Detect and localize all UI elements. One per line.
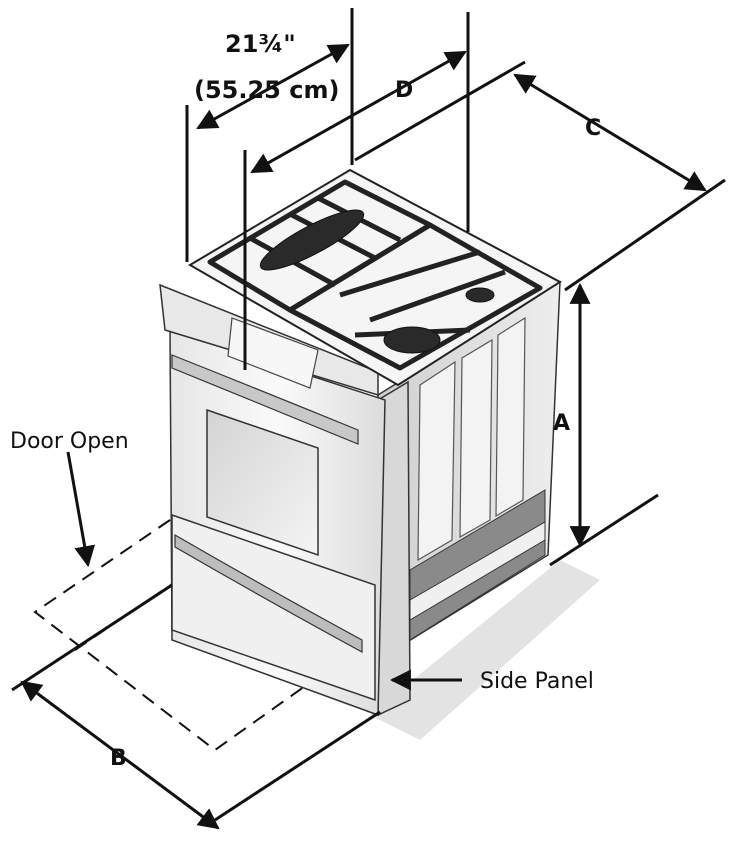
burners — [259, 209, 495, 354]
drawer-handle — [174, 533, 363, 654]
dimension-a-label: A — [553, 411, 570, 436]
width-cm-label: (55.25 cm) — [194, 76, 339, 104]
dimension-lines — [11, 8, 726, 830]
rear-right-burner — [465, 287, 495, 303]
door-open-label: Door Open — [10, 429, 129, 454]
dimension-b-label: B — [110, 746, 127, 771]
oven-window — [206, 408, 319, 557]
control-display — [227, 317, 319, 389]
side-panel-label: Side Panel — [480, 669, 594, 694]
griddle-burner — [259, 209, 365, 271]
floor-shadow — [370, 560, 600, 740]
oven-door-handle — [171, 354, 359, 445]
front-right-burner — [383, 326, 441, 354]
storage-drawer — [171, 513, 376, 702]
dimension-c-label: C — [585, 116, 601, 141]
width-inches-label: 21¾" — [225, 30, 296, 58]
dimension-d-label: D — [395, 78, 413, 103]
side-panel-ribs — [417, 316, 526, 562]
